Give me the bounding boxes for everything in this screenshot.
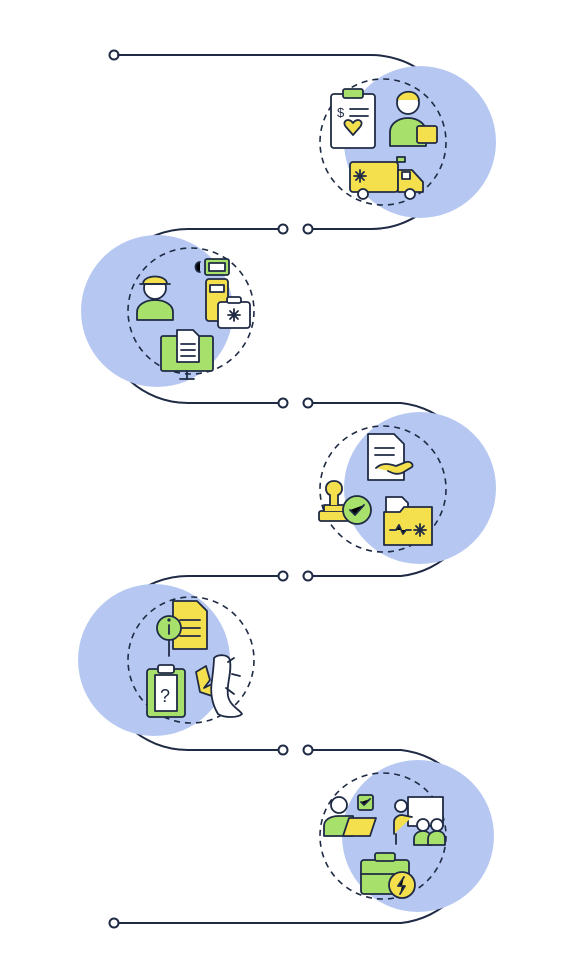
node-3b	[302, 570, 314, 582]
svg-text:?: ?	[160, 686, 170, 706]
information-document-icon	[156, 600, 208, 657]
svg-text:$: $	[337, 105, 345, 120]
step-1-dashed-ring	[319, 78, 447, 206]
step-3	[318, 412, 496, 564]
step-1: $	[319, 66, 496, 218]
construction-worker-icon	[136, 275, 174, 321]
medical-folder-icon	[383, 496, 433, 546]
node-1b	[302, 223, 314, 235]
medical-bill-icon: $	[330, 88, 376, 149]
step-4: ?	[78, 584, 255, 736]
step-3-dashed-ring	[319, 425, 447, 553]
step-5-dashed-ring	[319, 772, 447, 900]
approval-stamp-icon	[318, 480, 372, 525]
node-2b	[302, 397, 314, 409]
question-clipboard-icon: ?	[146, 664, 186, 718]
ambulance-icon	[349, 156, 424, 200]
signing-document-icon	[367, 433, 414, 481]
computer-document-icon	[160, 329, 214, 380]
insurance-agent-icon	[389, 90, 438, 147]
step-2-dashed-ring	[127, 247, 255, 375]
node-4b	[302, 744, 314, 756]
node-1a	[277, 223, 289, 235]
end-node	[108, 917, 120, 929]
node-4a	[277, 744, 289, 756]
first-aid-kit-icon	[217, 296, 251, 329]
node-3a	[277, 570, 289, 582]
step-2	[81, 235, 255, 387]
presentation-icon	[393, 796, 446, 846]
step-5	[319, 760, 494, 912]
step-4-dashed-ring	[127, 596, 255, 724]
node-2a	[277, 397, 289, 409]
emergency-briefcase-icon	[360, 852, 416, 899]
consultation-icon	[323, 794, 377, 837]
leg-injury-icon	[195, 654, 243, 718]
